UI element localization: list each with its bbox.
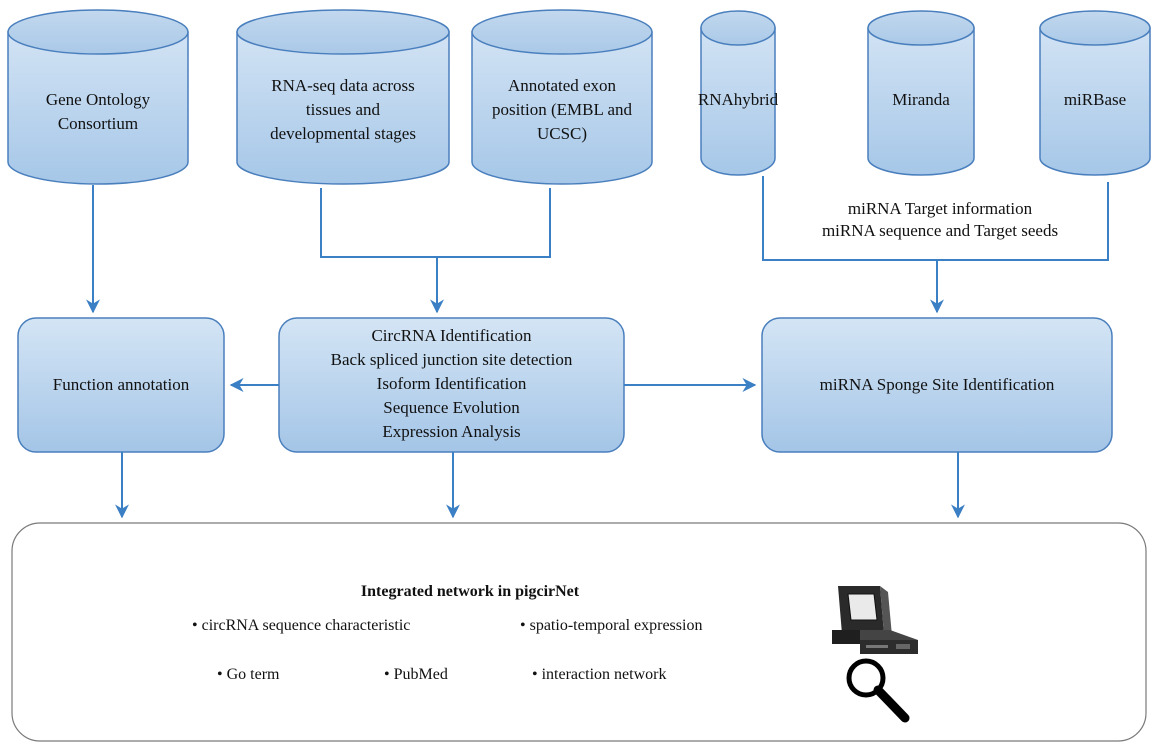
mirna-target-info: miRNA Target information miRNA sequence … [775, 198, 1105, 242]
connectors [86, 176, 1109, 519]
database-miranda [867, 10, 975, 176]
label-annotated-exon: Annotated exon position (EMBL and UCSC) [472, 74, 652, 146]
label-line: Gene Ontology [45, 90, 151, 109]
circrna-line: Expression Analysis [382, 422, 521, 441]
label-line: miRBase [1063, 90, 1127, 109]
info-line: miRNA Target information [847, 199, 1033, 218]
sponge-site-label: miRNA Sponge Site Identification [819, 375, 1055, 394]
label-rnahybrid: RNAhybrid [695, 88, 781, 112]
label-line: Annotated exon [507, 76, 617, 95]
info-line: miRNA sequence and Target seeds [821, 221, 1059, 240]
circrna-line: Sequence Evolution [383, 398, 520, 417]
feature-sequence: • circRNA sequence characteristic [192, 617, 411, 634]
database-annotated-exon [471, 9, 653, 185]
circrna-line: Isoform Identification [376, 374, 527, 393]
box-integrated-network [11, 522, 1147, 742]
label-rna-seq: RNA-seq data across tissues and developm… [237, 74, 449, 146]
label-line: RNA-seq data across [271, 76, 415, 95]
label-line: RNAhybrid [697, 90, 779, 109]
database-mirbase [1039, 10, 1151, 176]
database-gene-ontology [7, 9, 189, 185]
database-rnahybrid [700, 10, 776, 176]
label-line: tissues and [305, 100, 381, 119]
function-annotation-label: Function annotation [52, 375, 190, 394]
feature-go-term: • Go term [217, 666, 280, 683]
label-miranda: Miranda [868, 88, 974, 112]
label-line: developmental stages [270, 124, 416, 143]
feature-pubmed: • PubMed [384, 666, 448, 683]
label-mirbase: miRBase [1040, 88, 1150, 112]
circrna-box-text: CircRNA Identification Back spliced junc… [279, 324, 624, 444]
label-line: UCSC) [536, 124, 588, 143]
database-rna-seq [236, 9, 450, 185]
box-sponge-site [761, 317, 1113, 453]
computer-icon [832, 583, 918, 654]
feature-spatio-temporal: • spatio-temporal expression [520, 617, 703, 634]
circrna-line: CircRNA Identification [371, 326, 532, 345]
label-gene-ontology: Gene Ontology Consortium [8, 88, 188, 136]
feature-interaction: • interaction network [532, 666, 667, 683]
label-line: Miranda [892, 90, 950, 109]
circrna-line: Back spliced junction site detection [330, 350, 573, 369]
label-line: Consortium [57, 114, 139, 133]
network-title: Integrated network in pigcirNet [360, 583, 580, 600]
magnifier-icon [846, 658, 910, 723]
label-line: position (EMBL and [491, 100, 633, 119]
